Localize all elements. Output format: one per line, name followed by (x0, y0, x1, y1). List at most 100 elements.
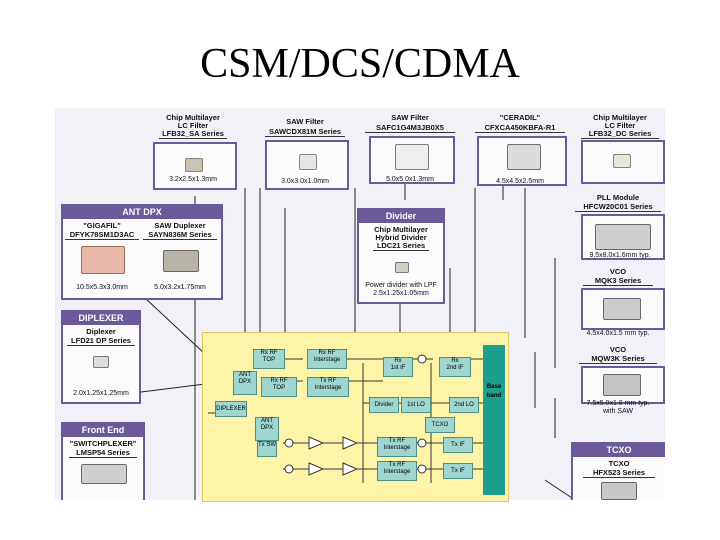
vco-photo-frame (581, 288, 665, 330)
saw-filter-2-name: SAW Filter (391, 113, 429, 122)
gigafil-image (81, 246, 125, 274)
chip-lc-filter-2-photo-frame (581, 140, 665, 184)
ceradil-photo-frame (477, 136, 567, 186)
chip-lc-filter-2-type: LC Filter (604, 121, 636, 130)
vco-image (603, 298, 641, 320)
saw-duplexer-part: SAYN836M Series (143, 231, 217, 240)
pll-part: HFCW20C01 Series (575, 203, 661, 212)
chip-lc-filter-series: LFB32_SA Series (159, 130, 227, 139)
pll-photo-frame (581, 214, 665, 260)
ceradil-name: "CERADIL" (499, 113, 541, 122)
gigafil-name: "GIGAFIL" (83, 221, 121, 230)
vco2-dim-2: with SAW (602, 408, 634, 415)
front-end-l1: "SWITCHPLEXER" (69, 439, 137, 448)
rf-block-wiring (208, 354, 483, 483)
tcxo-title: TCXO (608, 459, 630, 468)
tcxo-frame: TCXO TCXO HFX523 Series (571, 442, 665, 500)
saw-filter-dim: 3.0x3.0x1.0mm (281, 178, 329, 185)
front-end-frame: Front End "SWITCHPLEXER" LMSP54 Series (61, 422, 145, 500)
tcxo-part: HFX523 Series (583, 469, 655, 478)
first-lo-block: 1st LO (401, 397, 431, 413)
gigafil-dim: 10.5x5.3x3.0mm (76, 284, 128, 291)
diplexer-l2: LFD21 DP Series (67, 337, 135, 346)
diplexer-block: DIPLEXER (215, 401, 247, 417)
second-lo-block: 2nd LO (449, 397, 479, 413)
chip-lc-filter-type: LC Filter (177, 121, 209, 130)
vco2-image (603, 374, 641, 396)
tcxo-block: TCXO (425, 417, 455, 433)
tx-if-block: Tx IF (443, 437, 473, 453)
gigafil-part: DFYK78SM1D3AC (65, 231, 139, 240)
diplexer-frame: DIPLEXER Diplexer LFD21 DP Series 2.0x1.… (61, 310, 141, 404)
divider-block: Divider (369, 397, 399, 413)
tx-sw-block: Tx SW (257, 441, 277, 457)
vco2-dim-1: 7.5x5.0x1.8 mm typ. (586, 400, 650, 407)
pll-image (595, 224, 651, 250)
divider-note-1: Power divider with LPF (365, 282, 437, 289)
divider-image (395, 262, 409, 273)
saw-duplexer-image (163, 250, 199, 272)
divider-l3: LDC21 Series (373, 242, 429, 251)
vco-title: VCO (609, 267, 627, 276)
tx-if-block-2: Tx IF (443, 463, 473, 479)
saw-filter-2-image (395, 144, 429, 170)
ceradil-image (507, 144, 541, 170)
pll-dim: 9.5x8.0x1.6mm typ. (589, 252, 651, 259)
saw-duplexer-dim: 5.0x3.2x1.75mm (154, 284, 206, 291)
vco-dim: 4.5x4.0x1.5 mm typ. (586, 330, 650, 337)
saw-filter-2-dim: 5.0x5.0x1.3mm (386, 176, 434, 183)
divider-header: Divider (359, 210, 443, 223)
pll-title: PLL Module (596, 193, 640, 202)
saw-filter-image (299, 154, 317, 170)
saw-filter-photo-frame (265, 140, 349, 190)
saw-filter-2-photo-frame (369, 136, 455, 184)
chip-lc-filter-image (185, 158, 203, 172)
chip-lc-filter-name: Chip Multilayer (166, 113, 220, 122)
divider-note-2: 2.5x1.25x1.05mm (373, 290, 429, 297)
front-end-l2: LMSP54 Series (69, 449, 137, 458)
diplexer-dim: 2.0x1.25x1.25mm (73, 390, 129, 397)
chip-lc-filter-photo-frame (153, 142, 237, 190)
saw-filter-2-part: SAFC1G4M3JB0X5 (365, 124, 455, 133)
diplexer-image (93, 356, 109, 368)
divider-frame: Divider Chip Multilayer Hybrid Divider L… (357, 208, 445, 304)
ceradil-part: CFXCA450KBFA-R1 (475, 124, 565, 133)
vco-part: MQK3 Series (583, 277, 653, 286)
vco2-part: MQW3K Series (579, 355, 657, 364)
divider-l2: Hybrid Divider (375, 233, 427, 242)
chip-lc-filter-2-series: LFB32_DC Series (581, 130, 659, 139)
saw-duplexer-name: SAW Duplexer (154, 221, 206, 230)
saw-filter-name: SAW Filter (286, 117, 324, 126)
chip-lc-filter-2-name: Chip Multilayer (593, 113, 647, 122)
diplexer-l1: Diplexer (86, 327, 116, 336)
ceradil-dim: 4.5x4.5x2.5mm (496, 178, 544, 185)
tcxo-image (601, 482, 637, 500)
vco2-title: VCO (609, 345, 627, 354)
saw-filter-series: SAWCDX81M Series (265, 128, 345, 137)
page-title: CSM/DCS/CDMA (200, 41, 520, 87)
block-diagram: Chip Multilayer LC Filter LFB32_SA Serie… (55, 108, 665, 500)
front-end-image (81, 464, 127, 484)
chip-lc-filter-dim: 3.2x2.5x1.3mm (169, 176, 217, 183)
front-end-header: Front End (63, 424, 143, 437)
ant-dpx-header: ANT DPX (63, 206, 221, 219)
diplexer-header: DIPLEXER (63, 312, 139, 325)
vco2-photo-frame (581, 366, 665, 404)
ant-dpx-frame: ANT DPX "GIGAFIL" DFYK78SM1D3AC SAW Dupl… (61, 204, 223, 300)
divider-l1: Chip Multilayer (374, 225, 428, 234)
tcxo-header: TCXO (573, 444, 665, 457)
chip-lc-filter-2-image (613, 154, 631, 168)
